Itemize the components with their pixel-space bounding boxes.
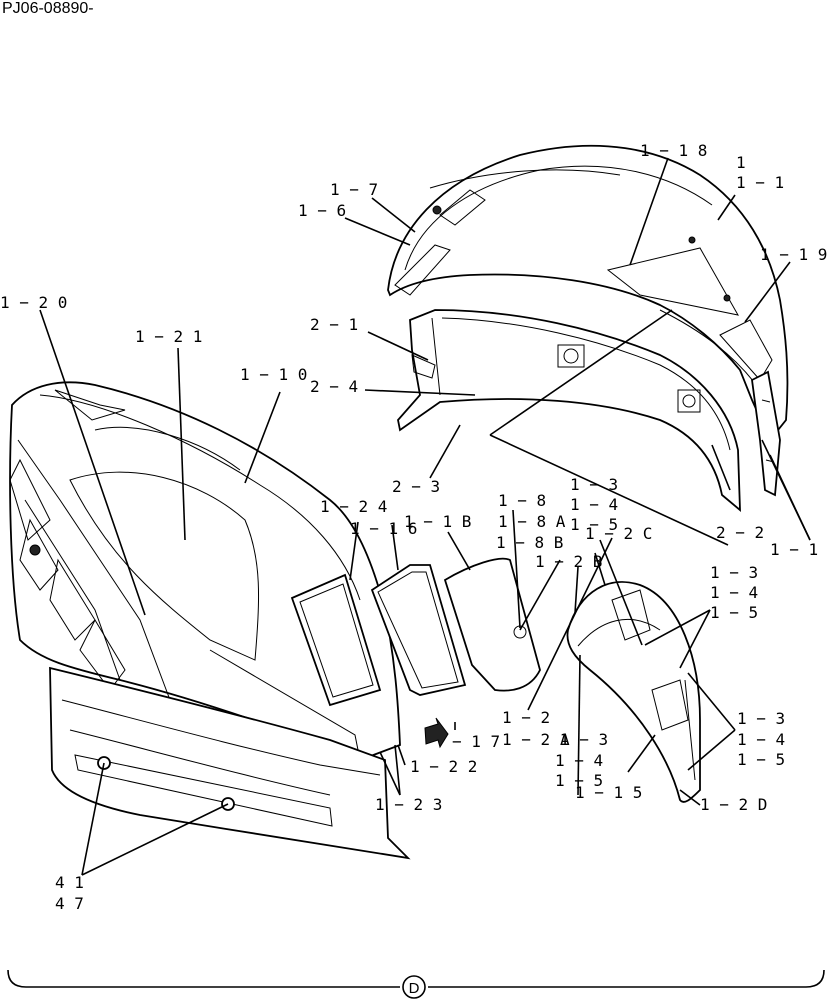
callout-1-5-mid: 1 − 5 (570, 515, 618, 534)
callout-1-5-right: 1 − 5 (710, 603, 758, 622)
front-hood (9, 381, 401, 761)
callout-41: 4 1 (55, 873, 84, 892)
callout-labels: 1 − 1 8 1 1 − 1 1 − 7 1 − 6 1 − 1 9 1 − … (0, 141, 827, 913)
callout-1-4-right: 1 − 4 (710, 583, 758, 602)
leader-lines (39, 157, 811, 876)
callout-1-1b: 1 − 1 B (404, 512, 471, 531)
callout-1-4-low: 1 − 4 (737, 730, 785, 749)
document-id: PJ06-08890- (2, 0, 94, 17)
window-panels (370, 557, 541, 696)
callout-1-23: 1 − 2 3 (375, 795, 442, 814)
callout-2-4: 2 − 4 (310, 377, 358, 396)
callout-2-3: 2 − 3 (392, 477, 440, 496)
callout-1-17: − 1 7 (452, 732, 500, 751)
callout-1-8b: 1 − 8 B (496, 533, 563, 552)
section-marker-circle (402, 975, 426, 999)
callout-1-3-right: 1 − 3 (710, 563, 758, 582)
callout-1-10: 1 − 1 0 (240, 365, 307, 384)
callout-1-2b: 1 − 2 B (535, 552, 602, 571)
callout-1-2: 1 − 2 (502, 708, 550, 727)
callout-1-8: 1 − 8 (498, 491, 546, 510)
callout-1-4-mid: 1 − 4 (570, 495, 618, 514)
callout-1-2d: 1 − 2 D (700, 795, 767, 814)
callout-2-2: 2 − 2 (716, 523, 764, 542)
rear-hood-shell (387, 144, 789, 442)
callout-1-1-top: 1 − 1 (736, 173, 784, 192)
callout-a-3: A − 3 (560, 730, 608, 749)
callout-1-5-low: 1 − 5 (737, 750, 785, 769)
callout-1-7: 1 − 7 (330, 180, 378, 199)
side-panel (566, 581, 701, 803)
callout-1-22: 1 − 2 2 (410, 757, 477, 776)
callout-1-16: 1 − 1 6 (350, 519, 417, 538)
callout-1: 1 (736, 153, 746, 172)
callout-2-1: 2 − 1 (310, 315, 358, 334)
callout-1-18: 1 − 1 8 (640, 141, 707, 160)
direction-arrow-icon (424, 717, 449, 749)
inner-panel (397, 309, 741, 512)
callout-1-21-low: 1 − 2 1 (502, 730, 569, 749)
callout-1-24: 1 − 2 4 (320, 497, 387, 516)
callout-1-1-right: 1 − 1 (770, 540, 818, 559)
callout-1-3-low: 1 − 3 (737, 709, 785, 728)
callout-1-4-bottom: 1 − 4 (555, 751, 603, 770)
callout-1-20: 1 − 2 0 (0, 293, 67, 312)
section-marker: D (409, 980, 420, 997)
callout-1-8a: 1 − 8 A (498, 512, 566, 531)
callout-1-6: 1 − 6 (298, 201, 346, 220)
section-bracket: D (7, 969, 825, 999)
callout-1-2c: 1 − 2 C (585, 524, 652, 543)
callout-1-15: 1 − 1 5 (575, 783, 642, 802)
callout-1-19: 1 − 1 9 (760, 245, 827, 264)
callout-1-21-top: 1 − 2 1 (135, 327, 202, 346)
callout-47: 4 7 (55, 894, 84, 913)
callout-1-5-bottom: 1 − 5 (555, 771, 603, 790)
callout-1-3-mid: 1 − 3 (570, 475, 618, 494)
